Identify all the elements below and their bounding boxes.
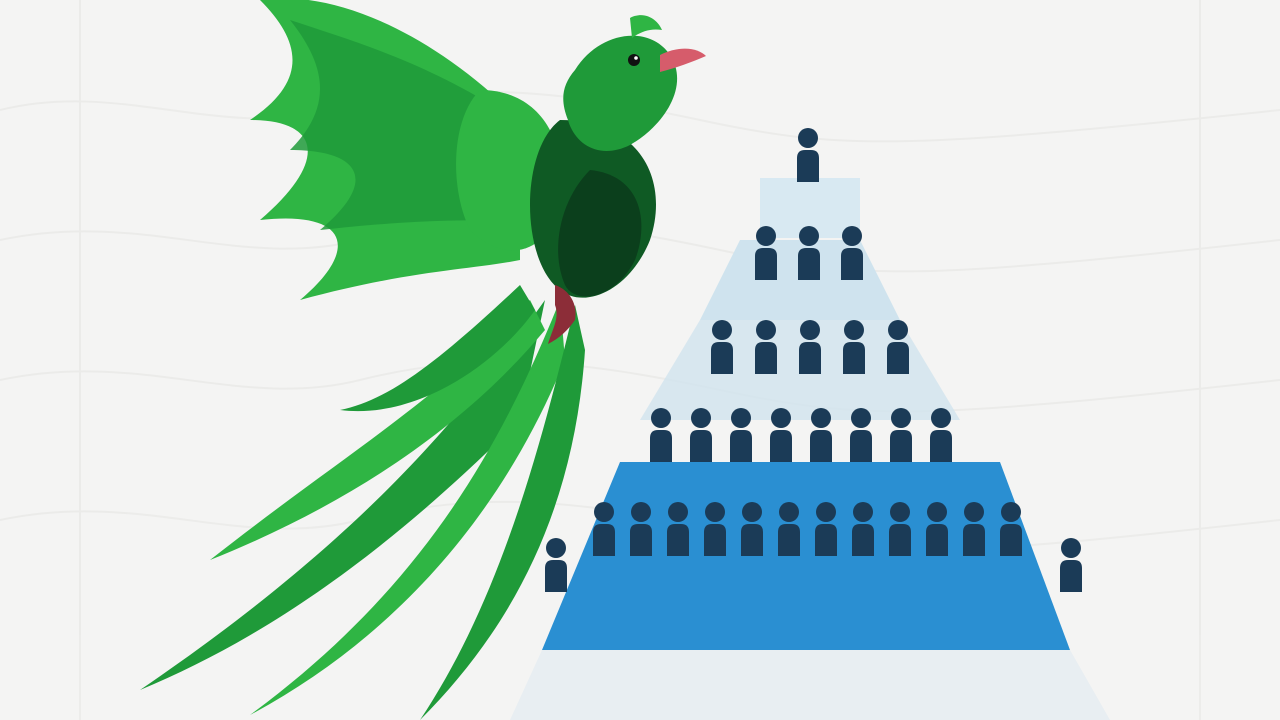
person-row-4-4 [770,408,792,462]
person-row-5-1 [593,502,615,556]
person-row-4-1 [650,408,672,462]
person-row-5-3 [667,502,689,556]
people-pyramid [510,128,1110,720]
person-row-3-5 [887,320,909,374]
eye [628,54,640,66]
person-row-5-11 [963,502,985,556]
beak [660,48,706,72]
person-row-5-5 [741,502,763,556]
person-row-5-2 [630,502,652,556]
pyramid-tier-base [510,650,1110,720]
person-row-4-2 [690,408,712,462]
person-side-left [545,538,567,592]
person-row-5-12 [1000,502,1022,556]
breast [558,170,642,297]
person-row-3-1 [711,320,733,374]
person-row-4-3 [730,408,752,462]
person-row-4-6 [850,408,872,462]
head [563,35,678,151]
person-row-3-3 [799,320,821,374]
person-row-5-4 [704,502,726,556]
crest [630,15,662,38]
person-row-5-6 [778,502,800,556]
person-row-3-2 [755,320,777,374]
person-row-5-7 [815,502,837,556]
person-side-right [1060,538,1082,592]
person-row-2-1 [755,226,777,280]
person-row-2-3 [841,226,863,280]
person-row-5-10 [926,502,948,556]
person-row-4-5 [810,408,832,462]
person-row-5-8 [852,502,874,556]
person-row-2-2 [798,226,820,280]
tail-feathers [140,285,585,720]
person-row-4-8 [930,408,952,462]
person-row-4-7 [890,408,912,462]
wing [250,0,562,300]
person-row-1-1 [797,128,819,182]
people-group [545,128,1082,592]
pyramid-tier-blue [542,462,1070,650]
person-row-3-4 [843,320,865,374]
leg [548,285,576,344]
quetzal-bird [140,0,706,720]
person-row-5-9 [889,502,911,556]
